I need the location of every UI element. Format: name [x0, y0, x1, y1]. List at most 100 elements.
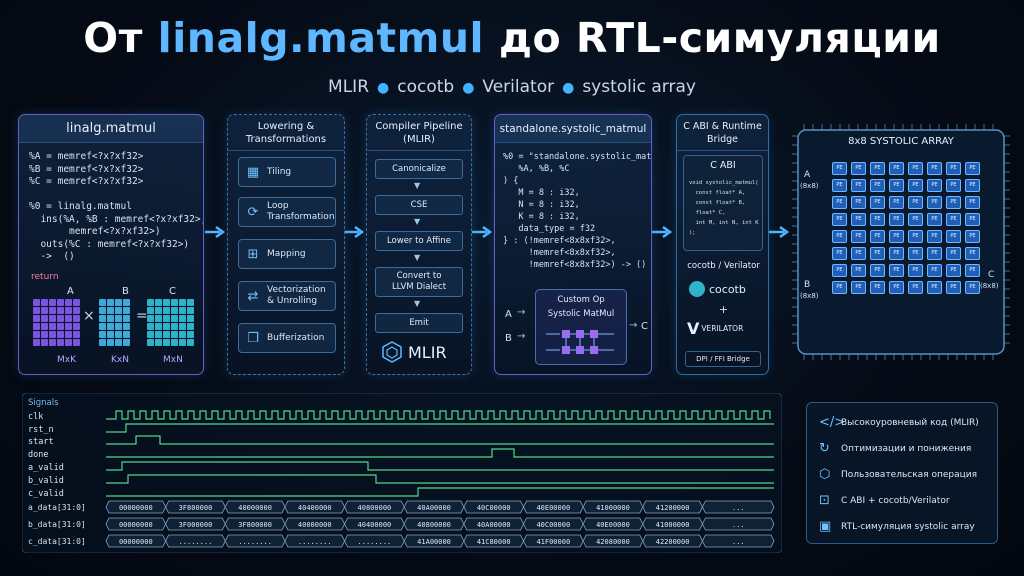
flow-arrow-icon: [652, 226, 673, 238]
matrix-cell: [147, 323, 154, 330]
pe-cell: PE: [832, 264, 847, 277]
bus-name: b_data[31:0]: [28, 520, 86, 529]
matrix-cell: [147, 339, 154, 346]
matrix-cell: [41, 331, 48, 338]
pe-cell: PE: [908, 162, 923, 175]
title-suffix: до RTL-симуляции: [484, 14, 941, 62]
bus-segment: [463, 517, 524, 531]
pe-cell: PE: [889, 247, 904, 260]
matrix-cell: [155, 323, 162, 330]
signal-name: b_valid: [28, 476, 64, 486]
matrix-cell: [147, 331, 154, 338]
matrix-cell: [99, 315, 106, 322]
bus-segment: [344, 517, 405, 531]
panel-title: C ABI & Runtime Bridge: [677, 115, 768, 151]
bus-value: 40800000: [417, 521, 451, 529]
bus-value: ........: [238, 538, 272, 546]
matrix-b-dim: KxN: [111, 355, 129, 365]
bus-value: ........: [298, 538, 332, 546]
panel-title: standalone.systolic_matmul: [495, 115, 651, 143]
matrix-cell: [163, 323, 170, 330]
matrix-cell: [41, 323, 48, 330]
waveform-traces: Signalsclkrst_nstartdonea_validb_validc_…: [21, 392, 783, 554]
matrix-cell: [163, 315, 170, 322]
bus-value: 41000000: [596, 504, 630, 512]
pe-cell: PE: [927, 196, 942, 209]
bus-segment: [701, 517, 775, 531]
matrix-cell: [99, 323, 106, 330]
matrix-cell: [171, 323, 178, 330]
bus-value: 41A00000: [417, 538, 451, 546]
matrix-cell: [57, 299, 64, 306]
cabi-code: void systolic_matmul( const float* A, co…: [689, 178, 759, 238]
pe-cell: PE: [870, 162, 885, 175]
loop-icon: ⟳: [247, 204, 259, 220]
panel-title-line: Lowering &: [257, 121, 315, 132]
matrix-cell: [65, 299, 72, 306]
matrix-cell: [57, 339, 64, 346]
matrix-c-dim: MxN: [163, 355, 183, 365]
mlir-logo-icon: [382, 341, 402, 363]
matrix-cell: [163, 299, 170, 306]
matrix-cell: [107, 299, 114, 306]
code-line: ) {: [503, 176, 519, 186]
bus-value: 3F800000: [179, 504, 213, 512]
legend-item: ⊡C ABI + cocotb/Verilator: [819, 493, 950, 508]
subtitle: MLIR●cocotb●Verilator●systolic array: [0, 77, 1024, 97]
matrix-cell: [33, 307, 40, 314]
matrix-cell: [187, 339, 194, 346]
chip-icon: ▣: [819, 519, 832, 534]
matrix-cell: [107, 315, 114, 322]
pipeline-step-canonicalize: Canonicalize: [375, 159, 463, 179]
pe-cell: PE: [889, 162, 904, 175]
matrix-cell: [65, 339, 72, 346]
mlir-logo-text: MLIR: [408, 342, 447, 362]
chip-input-b-dim: (8x8): [800, 292, 819, 300]
legend-label: Пользовательская операция: [841, 469, 977, 480]
flow-arrow-icon: [205, 226, 226, 238]
matrix-c-label: C: [169, 286, 176, 297]
pe-cell: PE: [946, 230, 961, 243]
page-title: От linalg.matmul до RTL-симуляции: [0, 14, 1024, 62]
pe-cell: PE: [965, 264, 980, 277]
flow-arrow-icon: [472, 226, 493, 238]
systolic-pe-icon: [546, 330, 614, 354]
pe-cell: PE: [946, 281, 961, 294]
matrix-cell: [155, 299, 162, 306]
matrix-cell: [187, 315, 194, 322]
pe-cell: PE: [946, 162, 961, 175]
matrix-cell: [33, 299, 40, 306]
pe-cell: PE: [965, 179, 980, 192]
dpi-ffi-bridge: DPI / FFI Bridge: [685, 351, 761, 367]
code-line: float* C,: [689, 210, 726, 216]
pe-cell: PE: [870, 264, 885, 277]
bus-segment: [642, 500, 703, 514]
chip-output-c-dim: (8x8): [980, 282, 999, 290]
bus-value: 41F00000: [536, 538, 570, 546]
subtitle-item: systolic array: [582, 77, 696, 97]
pe-cell: PE: [946, 264, 961, 277]
bus-value: 3F800000: [238, 521, 272, 529]
pe-cell: PE: [927, 281, 942, 294]
code-line: ins(%A, %B : memref<?x?xf32>,: [29, 213, 204, 225]
pe-cell: PE: [851, 230, 866, 243]
verilator-logo: V VERILATOR: [687, 319, 743, 338]
pe-cell: PE: [832, 230, 847, 243]
pe-cell: PE: [870, 281, 885, 294]
matrix-cell: [73, 323, 80, 330]
pe-cell: PE: [908, 247, 923, 260]
pe-cell: PE: [908, 196, 923, 209]
bus-segment: [284, 517, 346, 531]
bus-value: 41000000: [656, 521, 690, 529]
legend: </>Высокоуровневый код (MLIR) ↻Оптимизац…: [806, 402, 998, 544]
pe-cell: PE: [927, 162, 942, 175]
signal-name: a_valid: [28, 463, 64, 473]
matrix-cell: [73, 299, 80, 306]
matrix-cell: [73, 307, 80, 314]
matrix-cell: [99, 307, 106, 314]
signal-name: clk: [28, 412, 43, 422]
matrix-cell: [115, 307, 122, 314]
matrix-cell: [179, 331, 186, 338]
bus-value: 40400000: [298, 504, 332, 512]
bus-value: 40E00000: [596, 521, 630, 529]
